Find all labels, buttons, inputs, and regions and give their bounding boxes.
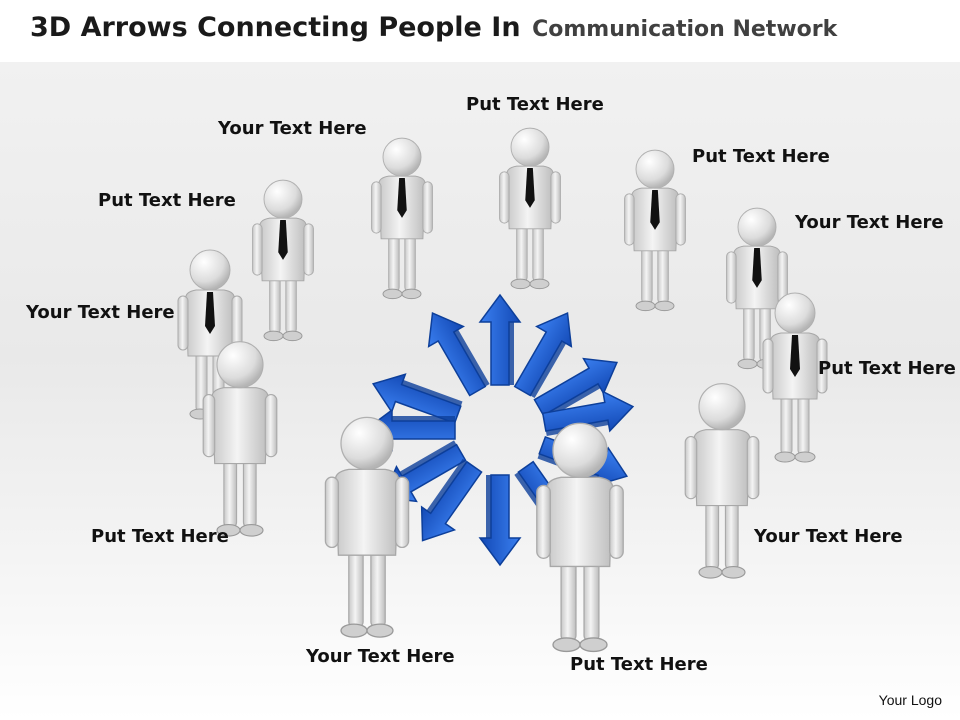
- figures-layer: [177, 127, 828, 653]
- title-bar: 3D Arrows Connecting People In Communica…: [0, 0, 960, 62]
- label-9: Your Text Here: [754, 526, 903, 547]
- person-figure: [762, 292, 828, 463]
- logo-placeholder: Your Logo: [878, 692, 942, 708]
- person-figure: [684, 383, 760, 579]
- blue-arrow: [371, 373, 463, 425]
- blue-arrow: [513, 311, 573, 399]
- title-sub: Communication Network: [532, 17, 838, 42]
- person-figure: [536, 422, 624, 653]
- label-6: Your Text Here: [26, 302, 175, 323]
- blue-arrow: [427, 311, 490, 397]
- person-figure: [324, 416, 410, 638]
- title-main: 3D Arrows Connecting People In: [30, 12, 521, 43]
- label-7: Put Text Here: [818, 358, 956, 379]
- label-10: Your Text Here: [306, 646, 455, 667]
- person-figure: [371, 137, 433, 300]
- person-figure: [499, 127, 561, 290]
- label-3: Put Text Here: [692, 146, 830, 167]
- label-8: Put Text Here: [91, 526, 229, 547]
- blue-arrow: [478, 293, 522, 386]
- label-5: Your Text Here: [795, 212, 944, 233]
- blue-arrow: [478, 474, 522, 567]
- slide-title: 3D Arrows Connecting People In Communica…: [30, 12, 837, 43]
- person-figure: [624, 149, 686, 312]
- label-4: Put Text Here: [98, 190, 236, 211]
- label-1: Put Text Here: [466, 94, 604, 115]
- person-figure: [202, 341, 278, 537]
- person-figure: [252, 179, 314, 342]
- label-11: Put Text Here: [570, 654, 708, 675]
- label-2: Your Text Here: [218, 118, 367, 139]
- blue-arrow: [420, 458, 483, 542]
